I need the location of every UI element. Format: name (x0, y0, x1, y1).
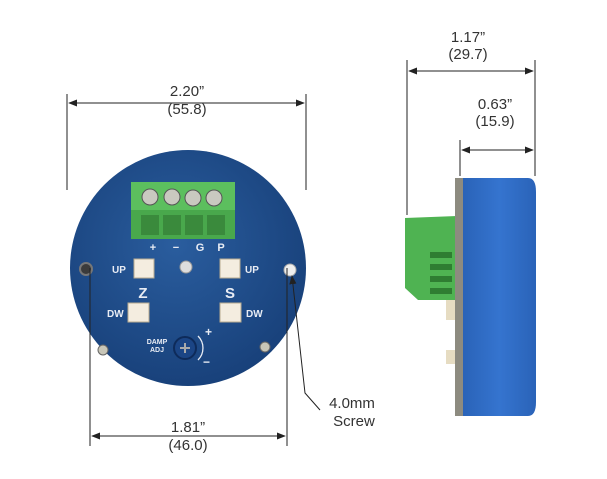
damp-plus: + (205, 325, 212, 339)
terminal-label-p: P (217, 242, 224, 254)
terminal-screw-icon (184, 189, 202, 207)
standoff (97, 344, 109, 356)
terminal-screw-icon (163, 188, 181, 206)
terminal-label-plus: + (150, 242, 156, 254)
span-down-button[interactable] (219, 302, 242, 323)
damp-label: DAMP (147, 339, 168, 346)
mounting-hole (79, 262, 93, 276)
width-dim-inches: 2.20” (170, 83, 204, 100)
mounting-hole (283, 263, 297, 277)
body-dim-inches: 0.63” (478, 96, 512, 113)
damp-adjust-pot[interactable] (173, 335, 204, 361)
span-label: S (225, 285, 235, 302)
center-hole (179, 260, 193, 274)
zero-down-button[interactable] (127, 302, 150, 323)
width-dim-mm: (55.8) (167, 101, 206, 118)
zero-down-label: DW (107, 309, 124, 320)
hole-spacing-inches: 1.81” (171, 419, 205, 436)
terminal-screw-icon (205, 189, 223, 207)
span-up-button[interactable] (219, 258, 241, 279)
zero-label: Z (138, 285, 147, 302)
terminal-label-g: G (196, 242, 205, 254)
standoff (259, 341, 271, 353)
adj-label: ADJ (150, 347, 164, 354)
terminal-block (131, 182, 235, 239)
terminal-label-minus: − (173, 242, 179, 254)
blue-housing (463, 178, 536, 416)
side-dimension-lines (406, 60, 536, 215)
body-dim-mm: (15.9) (475, 113, 514, 130)
front-view: + − G P UP DW UP DW Z S (70, 150, 306, 386)
zero-up-label: UP (112, 265, 126, 276)
screw-label: Screw (333, 413, 375, 430)
side-view (405, 178, 536, 416)
screw-size: 4.0mm (329, 395, 375, 412)
zero-up-button[interactable] (133, 258, 155, 279)
pcb-edge (455, 178, 464, 416)
hole-spacing-mm: (46.0) (168, 437, 207, 454)
damp-minus: − (203, 355, 210, 369)
span-down-label: DW (246, 309, 263, 320)
span-up-label: UP (245, 265, 259, 276)
front-dimension-lines (66, 94, 321, 446)
depth-dim-inches: 1.17” (451, 29, 485, 46)
terminal-screw-icon (141, 188, 159, 206)
depth-dim-mm: (29.7) (448, 46, 487, 63)
